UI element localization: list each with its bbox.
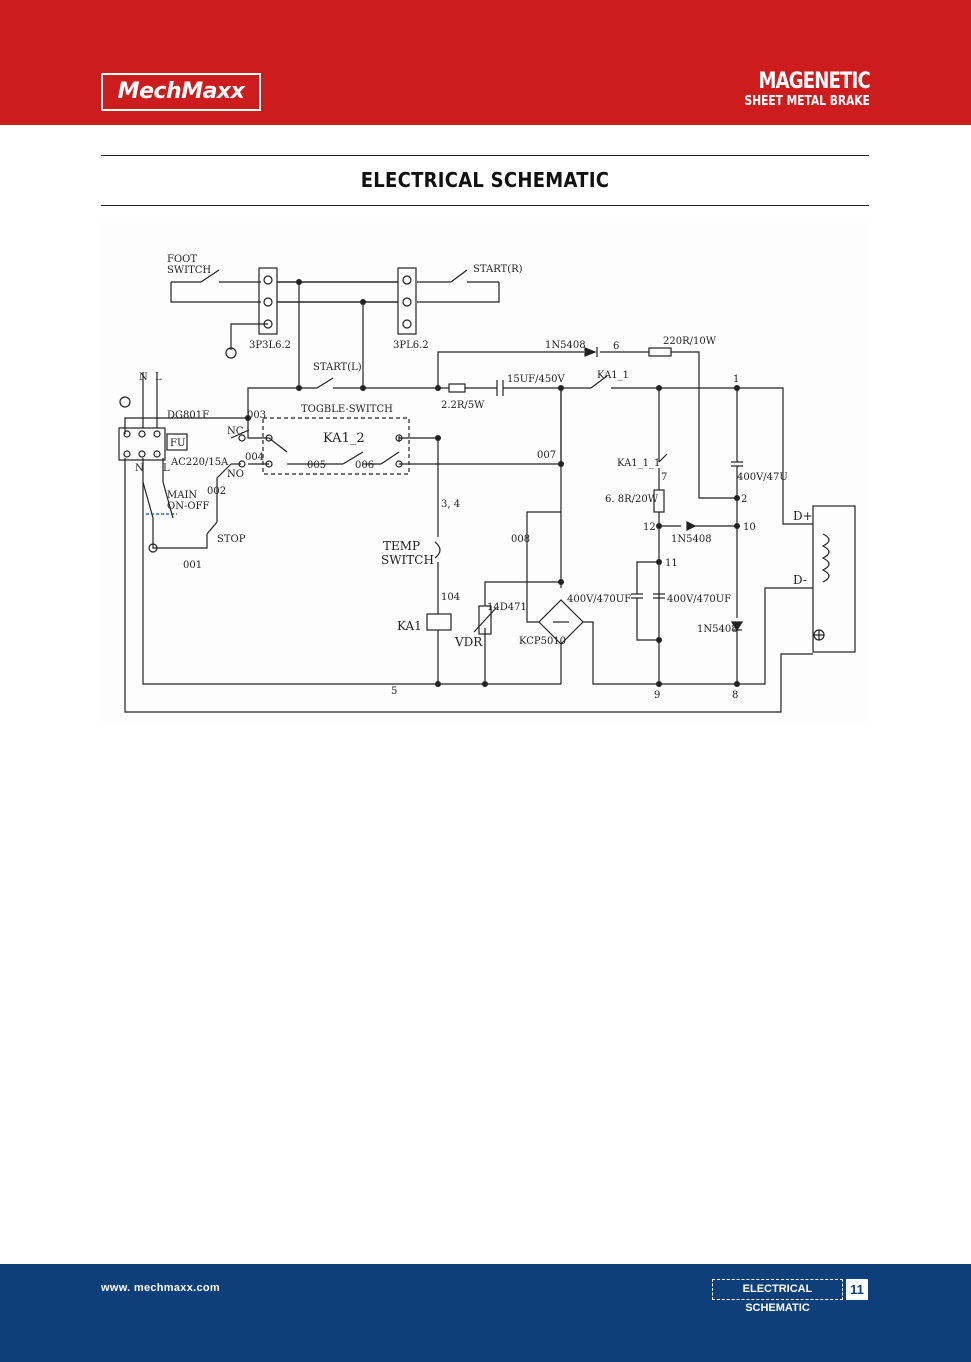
label-plug-3p3l: 3P3L6.2 — [249, 340, 291, 351]
label-plug-3pl: 3PL6.2 — [393, 340, 429, 351]
label-cap-470a: 400V/470UF — [567, 594, 631, 605]
product-title: MAGENETIC SHEET METAL BRAKE — [717, 69, 871, 110]
label-wire-004: 004 — [245, 452, 264, 463]
label-kcp: KCP5010 — [519, 636, 566, 647]
label-res-22: 2.2R/5W — [441, 400, 485, 411]
schematic-labels: FOOT SWITCH START(R) 3P3L6.2 3PL6.2 STAR… — [135, 254, 813, 701]
label-cap-47: 400V/47U — [737, 472, 788, 483]
footer-section-tag: ELECTRICAL SCHEMATIC — [712, 1279, 843, 1314]
label-d-minus: D- — [793, 573, 807, 587]
label-ac: AC220/15A — [170, 457, 229, 468]
label-cap-15: 15UF/450V — [507, 374, 566, 385]
label-l-small: L — [163, 463, 170, 474]
label-node-2: 2 — [741, 494, 747, 505]
label-wire-005: 005 — [307, 460, 326, 471]
label-node-10: 10 — [743, 522, 756, 533]
label-ka1-1-1: KA1_1_1 — [617, 458, 660, 469]
label-cap-470b: 400V/470UF — [667, 594, 731, 605]
label-diode-mid: 1N5408 — [671, 534, 712, 545]
label-main: MAIN — [167, 490, 197, 501]
brand-logo: MechMaxx — [101, 73, 261, 111]
product-title-line1: MAGENETIC — [758, 69, 871, 94]
label-wire-006: 006 — [355, 460, 374, 471]
label-wire-003: 003 — [247, 410, 266, 421]
schematic-wires — [118, 267, 856, 713]
section-title: ELECTRICAL SCHEMATIC — [360, 168, 610, 192]
label-node-6: 6 — [613, 341, 619, 352]
label-nc: NC — [227, 426, 244, 437]
label-start-l: START(L) — [313, 362, 362, 373]
page-header: MechMaxx MAGENETIC SHEET METAL BRAKE — [0, 0, 971, 125]
label-n: N — [139, 372, 148, 383]
label-no: NO — [227, 469, 244, 480]
label-node-34: 3, 4 — [441, 499, 460, 510]
label-fu: FU — [170, 438, 185, 449]
label-wire-007: 007 — [537, 450, 556, 461]
label-node-9: 9 — [654, 690, 660, 701]
label-node-12: 12 — [643, 522, 656, 533]
label-stop: STOP — [217, 534, 246, 545]
label-res-220: 220R/10W — [663, 336, 717, 347]
label-l: L — [155, 372, 162, 383]
title-rule-top — [101, 155, 869, 156]
label-14d471: 14D471 — [487, 602, 527, 613]
label-n-small: N — [135, 463, 144, 474]
schematic-nodes — [245, 279, 740, 687]
label-res-68: 6. 8R/20W — [605, 494, 659, 505]
label-foot-switch: SWITCH — [167, 265, 211, 276]
label-temp-switch: SWITCH — [381, 553, 434, 567]
label-dg801f: DG801F — [167, 410, 209, 421]
title-rule-bottom — [101, 205, 869, 206]
label-ka1: KA1 — [397, 619, 422, 633]
website-url: www. mechmaxx.com — [101, 1282, 221, 1294]
product-title-line2: SHEET METAL BRAKE — [744, 94, 870, 109]
label-node-7: 7 — [661, 472, 667, 483]
label-node-1: 1 — [733, 374, 739, 385]
label-foot: FOOT — [167, 254, 197, 265]
label-main-onoff: ON-OFF — [167, 501, 209, 512]
label-node-8: 8 — [732, 690, 738, 701]
label-wire-001: 001 — [183, 560, 202, 571]
label-diode-low: 1N5408 — [697, 624, 738, 635]
label-node-11: 11 — [665, 558, 678, 569]
label-wire-002: 002 — [207, 486, 226, 497]
label-node-5: 5 — [391, 686, 397, 697]
page-number: 11 — [846, 1279, 868, 1300]
label-node-104: 104 — [441, 592, 460, 603]
schematic-drawing: FOOT SWITCH START(R) 3P3L6.2 3PL6.2 STAR… — [118, 254, 856, 713]
electrical-schematic: FOOT SWITCH START(R) 3P3L6.2 3PL6.2 STAR… — [101, 222, 869, 724]
label-start-r: START(R) — [473, 264, 523, 275]
label-vdr: VDR — [454, 635, 483, 649]
label-wire-008: 008 — [511, 534, 530, 545]
label-ka1-2: KA1_2 — [323, 431, 365, 446]
label-d-plus: D+ — [793, 509, 813, 523]
label-toggle: TOGBLE-SWITCH — [301, 404, 393, 415]
label-temp: TEMP — [383, 539, 420, 553]
label-diode-top: 1N5408 — [545, 340, 586, 351]
page-footer: www. mechmaxx.com ELECTRICAL SCHEMATIC 1… — [0, 1264, 971, 1362]
label-ka1-1: KA1_1 — [597, 370, 629, 381]
